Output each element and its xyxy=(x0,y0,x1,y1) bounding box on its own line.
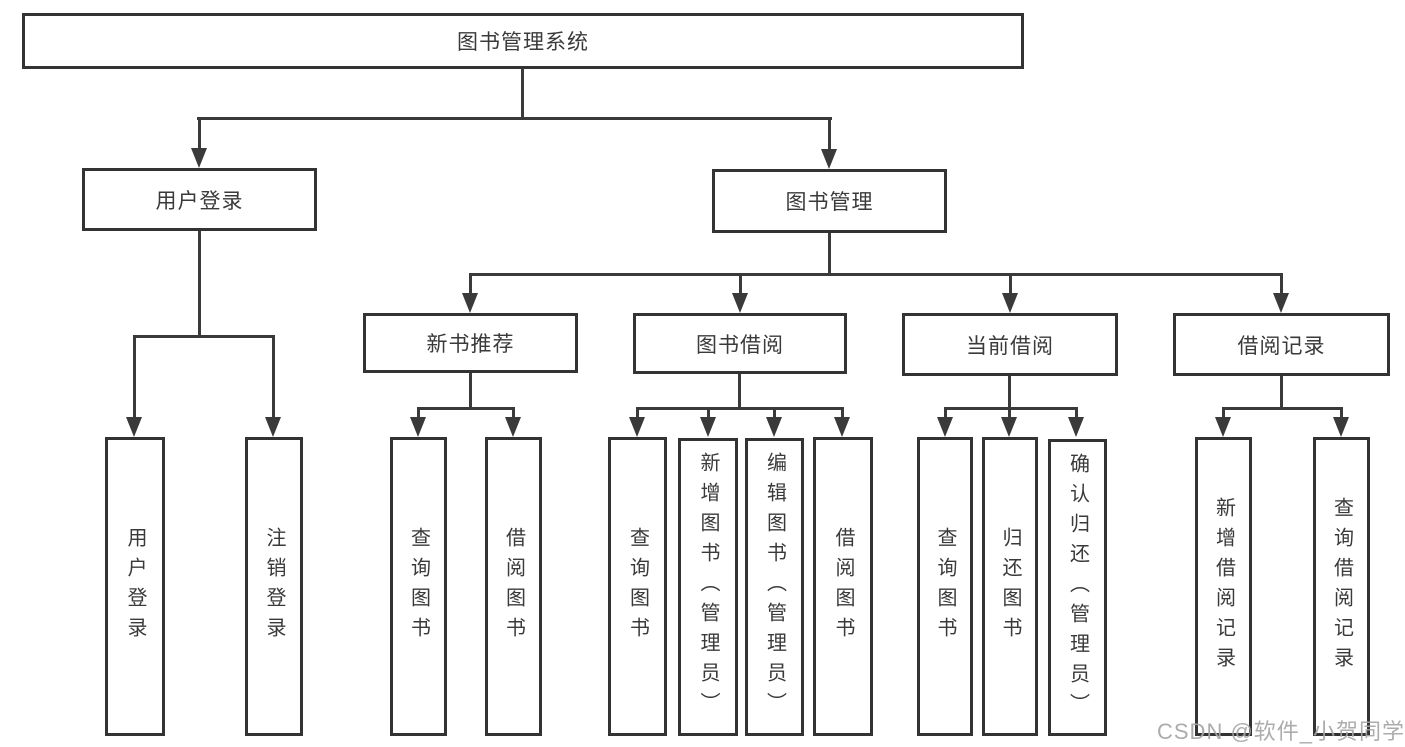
node-cb-confirm-return-admin: 确认归还（管理员） xyxy=(1048,439,1107,736)
arrow-down-logout xyxy=(265,417,281,437)
node-current-borrowing: 当前借阅 xyxy=(902,313,1118,376)
connector-stub-br-add xyxy=(1222,407,1225,419)
node-rec-borrow-books-label: 借阅图书 xyxy=(502,526,525,647)
arrow-down-br-add xyxy=(1215,417,1231,437)
connector-stub-cb-return xyxy=(1008,407,1011,419)
arrow-down-bb-borrow xyxy=(834,417,850,437)
node-library-system: 图书管理系统 xyxy=(22,13,1024,69)
node-br-add-record: 新增借阅记录 xyxy=(1195,437,1252,736)
connector-stub-rec-query xyxy=(417,407,420,419)
arrow-down-bb-edit xyxy=(766,417,782,437)
watermark: CSDN @软件_小贺同学 xyxy=(1157,719,1405,744)
node-book-borrowing-label: 图书借阅 xyxy=(696,333,784,357)
node-current-borrowing-label: 当前借阅 xyxy=(966,334,1054,358)
node-book-management-label: 图书管理 xyxy=(785,191,874,214)
node-bb-query-books: 查询图书 xyxy=(608,437,667,736)
node-user-login: 用户登录 xyxy=(105,437,165,736)
arrow-down-book-management xyxy=(821,149,837,169)
connector-records-drop xyxy=(1280,376,1283,409)
connector-stub-user-login xyxy=(133,335,136,417)
connector-stub-book-borrowing xyxy=(739,273,742,295)
node-library-system-label: 图书管理系统 xyxy=(457,31,589,54)
node-bb-add-books-admin: 新增图书（管理员） xyxy=(678,438,738,736)
arrow-down-bb-add xyxy=(700,417,716,437)
node-br-query-record-label: 查询借阅记录 xyxy=(1330,496,1353,677)
arrow-down-current-borrowing xyxy=(1002,293,1018,313)
arrow-down-cb-confirm xyxy=(1068,417,1084,437)
arrow-down-rec-borrow xyxy=(505,417,521,437)
node-user-login-branch: 用户登录 xyxy=(82,168,317,231)
connector-current-drop xyxy=(1008,376,1011,409)
connector-records-rail xyxy=(1222,407,1343,410)
node-cb-confirm-return-admin-label: 确认归还（管理员） xyxy=(1066,452,1089,723)
arrow-down-user-login-branch xyxy=(191,148,207,168)
connector-stub-new-book-recommend xyxy=(469,273,472,295)
connector-recommend-rail xyxy=(417,407,515,410)
node-br-add-record-label: 新增借阅记录 xyxy=(1212,496,1235,677)
node-bb-edit-books-admin-label: 编辑图书（管理员） xyxy=(763,452,786,722)
node-cb-return-books-label: 归还图书 xyxy=(999,526,1021,647)
node-bb-borrow-books-label: 借阅图书 xyxy=(832,526,854,647)
node-book-borrowing: 图书借阅 xyxy=(633,313,847,374)
arrow-down-user-login xyxy=(126,417,142,437)
node-bb-query-books-label: 查询图书 xyxy=(626,526,649,647)
connector-user-login-rail xyxy=(134,335,275,338)
arrow-down-br-query xyxy=(1333,417,1349,437)
node-rec-query-books: 查询图书 xyxy=(390,437,447,736)
connector-book-mgmt-drop xyxy=(828,233,831,275)
node-bb-edit-books-admin: 编辑图书（管理员） xyxy=(745,438,804,736)
node-br-query-record: 查询借阅记录 xyxy=(1313,437,1370,736)
connector-stub-cb-confirm xyxy=(1075,407,1078,419)
node-borrowing-records-label: 借阅记录 xyxy=(1237,334,1326,358)
node-new-book-recommend-label: 新书推荐 xyxy=(426,333,515,356)
connector-borrowing-drop xyxy=(738,374,741,409)
node-user-login-label: 用户登录 xyxy=(124,526,146,647)
arrow-down-cb-return xyxy=(1001,417,1017,437)
arrow-down-rec-query xyxy=(410,417,426,437)
node-bb-borrow-books: 借阅图书 xyxy=(813,437,873,736)
node-cb-query-books: 查询图书 xyxy=(917,437,973,736)
connector-stub-rec-borrow xyxy=(512,407,515,419)
node-user-login-branch-label: 用户登录 xyxy=(155,189,244,213)
arrow-down-cb-query xyxy=(937,417,953,437)
connector-stub-borrowing-records xyxy=(1280,273,1283,295)
connector-stub-user-login-branch xyxy=(198,117,201,150)
connector-stub-logout xyxy=(272,335,275,417)
connector-recommend-drop xyxy=(469,373,472,409)
node-rec-borrow-books: 借阅图书 xyxy=(485,437,542,736)
connector-stub-bb-borrow xyxy=(841,407,844,419)
node-cb-query-books-label: 查询图书 xyxy=(934,526,956,647)
node-logout: 注销登录 xyxy=(245,437,303,736)
arrow-down-borrowing-records xyxy=(1273,293,1289,313)
connector-stub-bb-edit xyxy=(773,407,776,419)
node-new-book-recommend: 新书推荐 xyxy=(363,313,578,373)
connector-user-login-drop xyxy=(198,231,201,335)
connector-level2-rail xyxy=(197,117,832,120)
connector-root-drop xyxy=(521,68,524,118)
node-logout-label: 注销登录 xyxy=(263,526,285,647)
arrow-down-bb-query xyxy=(629,417,645,437)
arrow-down-book-borrowing xyxy=(732,293,748,313)
connector-stub-book-management xyxy=(828,117,831,150)
connector-stub-bb-add xyxy=(707,407,710,419)
connector-borrowing-rail xyxy=(636,407,843,410)
connector-stub-current-borrowing xyxy=(1009,273,1012,295)
connector-stub-cb-query xyxy=(944,407,947,419)
node-borrowing-records: 借阅记录 xyxy=(1173,313,1390,376)
node-bb-add-books-admin-label: 新增图书（管理员） xyxy=(697,452,719,722)
connector-level3-rail xyxy=(469,273,1283,276)
node-cb-return-books: 归还图书 xyxy=(982,437,1038,736)
connector-stub-bb-query xyxy=(636,407,639,419)
node-rec-query-books-label: 查询图书 xyxy=(407,526,430,647)
arrow-down-new-book-recommend xyxy=(462,293,478,313)
connector-stub-br-query xyxy=(1340,407,1343,419)
node-book-management: 图书管理 xyxy=(712,169,947,233)
